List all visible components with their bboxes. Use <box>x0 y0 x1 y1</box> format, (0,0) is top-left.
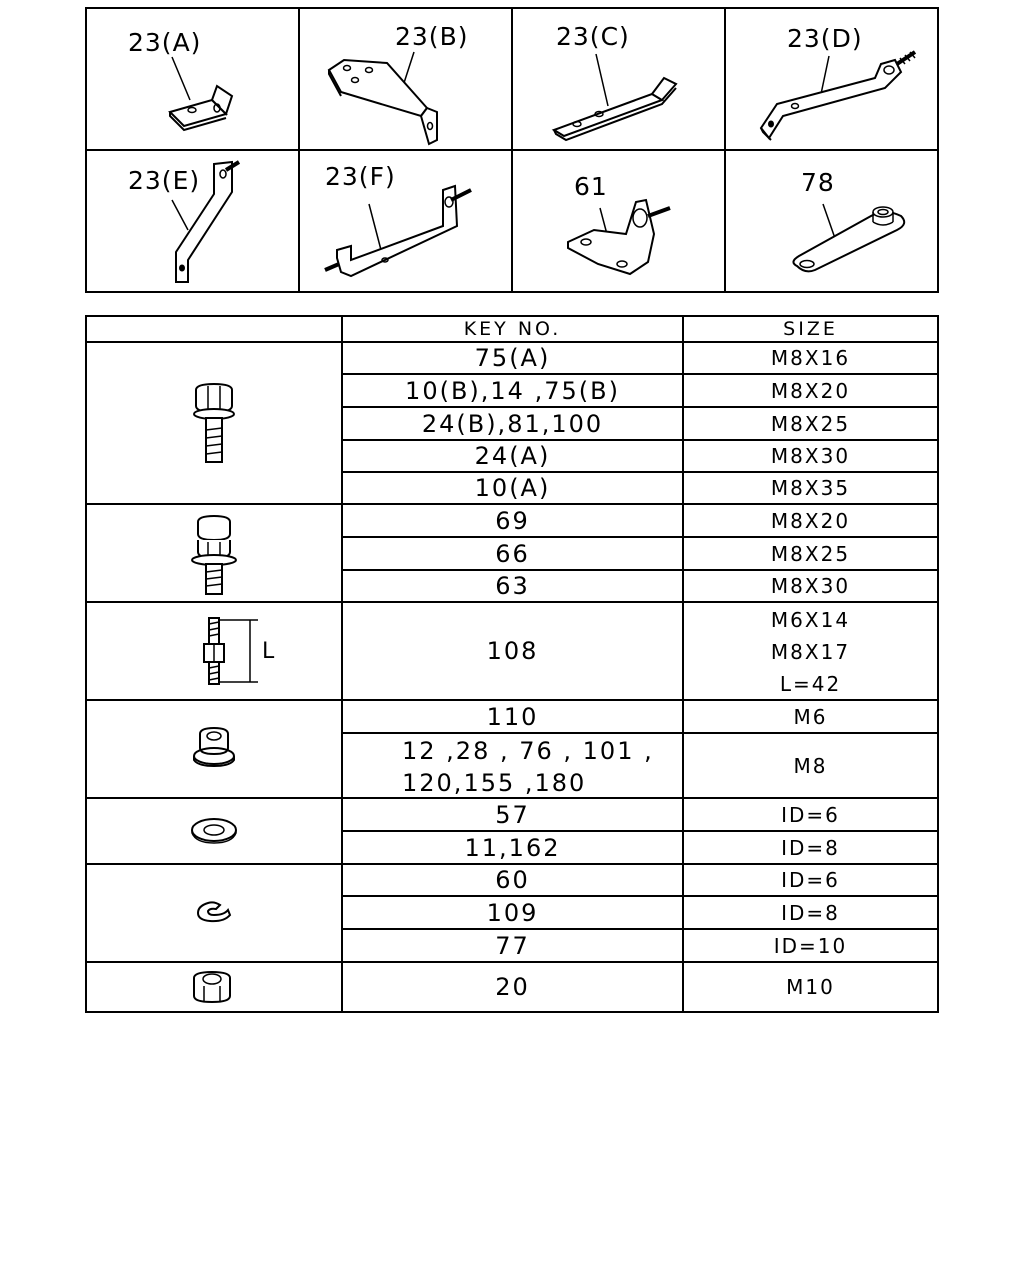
bracket-label: 23(C) <box>556 22 630 51</box>
size-cell: ID=10 <box>773 933 848 958</box>
key-cell: 20 <box>495 973 530 1001</box>
bracket-78-icon <box>725 150 938 292</box>
key-cell: 60 <box>495 866 530 894</box>
size-cell: ID=6 <box>781 868 840 892</box>
key-cell: 10(B),14 ,75(B) <box>405 376 620 405</box>
bracket-cell-78: 78 <box>725 150 938 292</box>
size-cell: ID=8 <box>781 900 840 925</box>
size-cell: L=42 <box>779 672 842 696</box>
key-cell: 75(A) <box>474 344 551 372</box>
key-cell: 63 <box>495 572 530 600</box>
bracket-label: 23(F) <box>325 162 396 191</box>
bracket-23c-icon <box>512 8 725 150</box>
bracket-cell-23a: 23(A) <box>86 8 299 150</box>
size-cell: M8X30 <box>770 444 851 468</box>
size-cell: M6X14 <box>770 608 851 632</box>
bracket-cell-23b: 23(B) <box>299 8 512 150</box>
bracket-23b-icon <box>299 8 512 150</box>
snap-ring-icon <box>184 893 244 933</box>
key-cell: 108 <box>486 637 539 665</box>
size-cell: M10 <box>786 975 835 999</box>
key-cell: 24(A) <box>474 442 551 470</box>
size-cell: M8X17 <box>770 640 851 664</box>
key-line: 120,155 ,180 <box>402 769 587 797</box>
bracket-cell-23d: 23(D) <box>725 8 938 150</box>
bracket-23f-icon <box>299 150 512 292</box>
bracket-23d-icon <box>725 8 938 150</box>
key-line: 12 ,28 , 76 , 101 , <box>402 737 654 765</box>
size-cell: M8X35 <box>770 476 851 500</box>
header-blank <box>86 316 342 342</box>
bracket-cell-23e: 23(E) <box>86 150 299 292</box>
size-cell: M8X25 <box>770 411 851 436</box>
key-cell: 69 <box>495 506 530 535</box>
washer-bolt-icon <box>184 512 244 598</box>
flat-washer-icon <box>184 811 244 851</box>
bracket-61-icon <box>512 150 725 292</box>
bracket-label: 23(B) <box>395 22 469 51</box>
bracket-cell-61: 61 <box>512 150 725 292</box>
key-cell: 10(A) <box>474 474 551 502</box>
key-cell: 24(B),81,100 <box>421 409 604 438</box>
bracket-label: 23(D) <box>787 24 863 53</box>
size-cell: M8X20 <box>770 508 851 533</box>
bracket-label: 23(A) <box>128 28 202 57</box>
bracket-grid-lines <box>0 0 1024 300</box>
size-cell: M8X25 <box>770 541 851 566</box>
header-key-no: KEY NO. <box>463 318 562 340</box>
size-cell: M8 <box>793 753 828 778</box>
key-cell: 66 <box>495 539 530 568</box>
bracket-23a-icon <box>86 8 299 150</box>
flange-bolt-icon <box>184 378 244 468</box>
bracket-23e-icon <box>86 150 299 292</box>
bracket-label: 23(E) <box>128 166 201 195</box>
key-cell: 110 <box>486 702 539 731</box>
bracket-label: 78 <box>801 168 835 197</box>
stud-bolt-icon <box>190 612 280 692</box>
size-cell: M8X30 <box>770 574 851 598</box>
size-cell: M6 <box>793 704 828 729</box>
bracket-grid: 23(A) 23(B) 23(C) <box>0 0 1024 300</box>
header-size: SIZE <box>783 318 838 340</box>
size-cell: M8X16 <box>770 346 851 370</box>
bracket-cell-23f: 23(F) <box>299 150 512 292</box>
size-cell: M8X20 <box>770 378 851 403</box>
flange-nut-icon <box>186 724 246 774</box>
key-cell: 77 <box>495 931 530 960</box>
key-cell: 109 <box>486 898 539 927</box>
bracket-label: 61 <box>574 172 608 201</box>
size-cell: ID=6 <box>781 802 840 827</box>
hex-nut-icon <box>184 966 244 1012</box>
key-cell: 57 <box>495 800 530 829</box>
size-cell: ID=8 <box>781 835 840 860</box>
stud-length-label: L <box>262 639 276 664</box>
key-cell-multiline: 12 ,28 , 76 , 101 , 120,155 ,180 <box>342 733 683 798</box>
key-cell: 11,162 <box>464 833 561 862</box>
bracket-cell-23c: 23(C) <box>512 8 725 150</box>
